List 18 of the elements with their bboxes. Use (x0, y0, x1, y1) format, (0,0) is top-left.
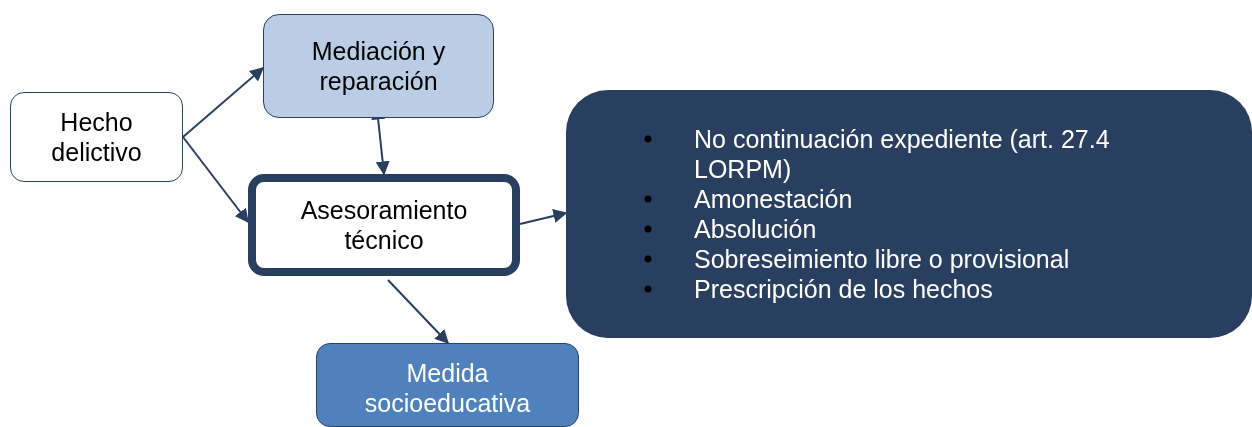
list-item-text: No continuación expediente (art. 27.4 LORPM) (694, 125, 1110, 183)
process-box (248, 174, 520, 276)
process-box (263, 14, 494, 118)
node-label: Asesoramiento técnico (299, 195, 469, 255)
process-box (316, 343, 579, 427)
process-box (10, 92, 183, 182)
node-label: Medida socioeducativa (364, 358, 531, 418)
outcome-list-panel (566, 90, 1252, 338)
arrow (519, 209, 568, 225)
arrow (387, 279, 449, 344)
list-item-text: Amonestación (694, 185, 853, 213)
arrow (182, 136, 249, 224)
list-item-text: Prescripción de los hechos (694, 275, 993, 303)
arrow (182, 67, 265, 138)
node-label: Hecho delictivo (50, 107, 143, 167)
list-item-text: Sobreseimiento libre o provisional (694, 245, 1070, 273)
node-label: Mediación y reparación (310, 36, 447, 96)
list-item-text: Absolución (694, 215, 817, 243)
